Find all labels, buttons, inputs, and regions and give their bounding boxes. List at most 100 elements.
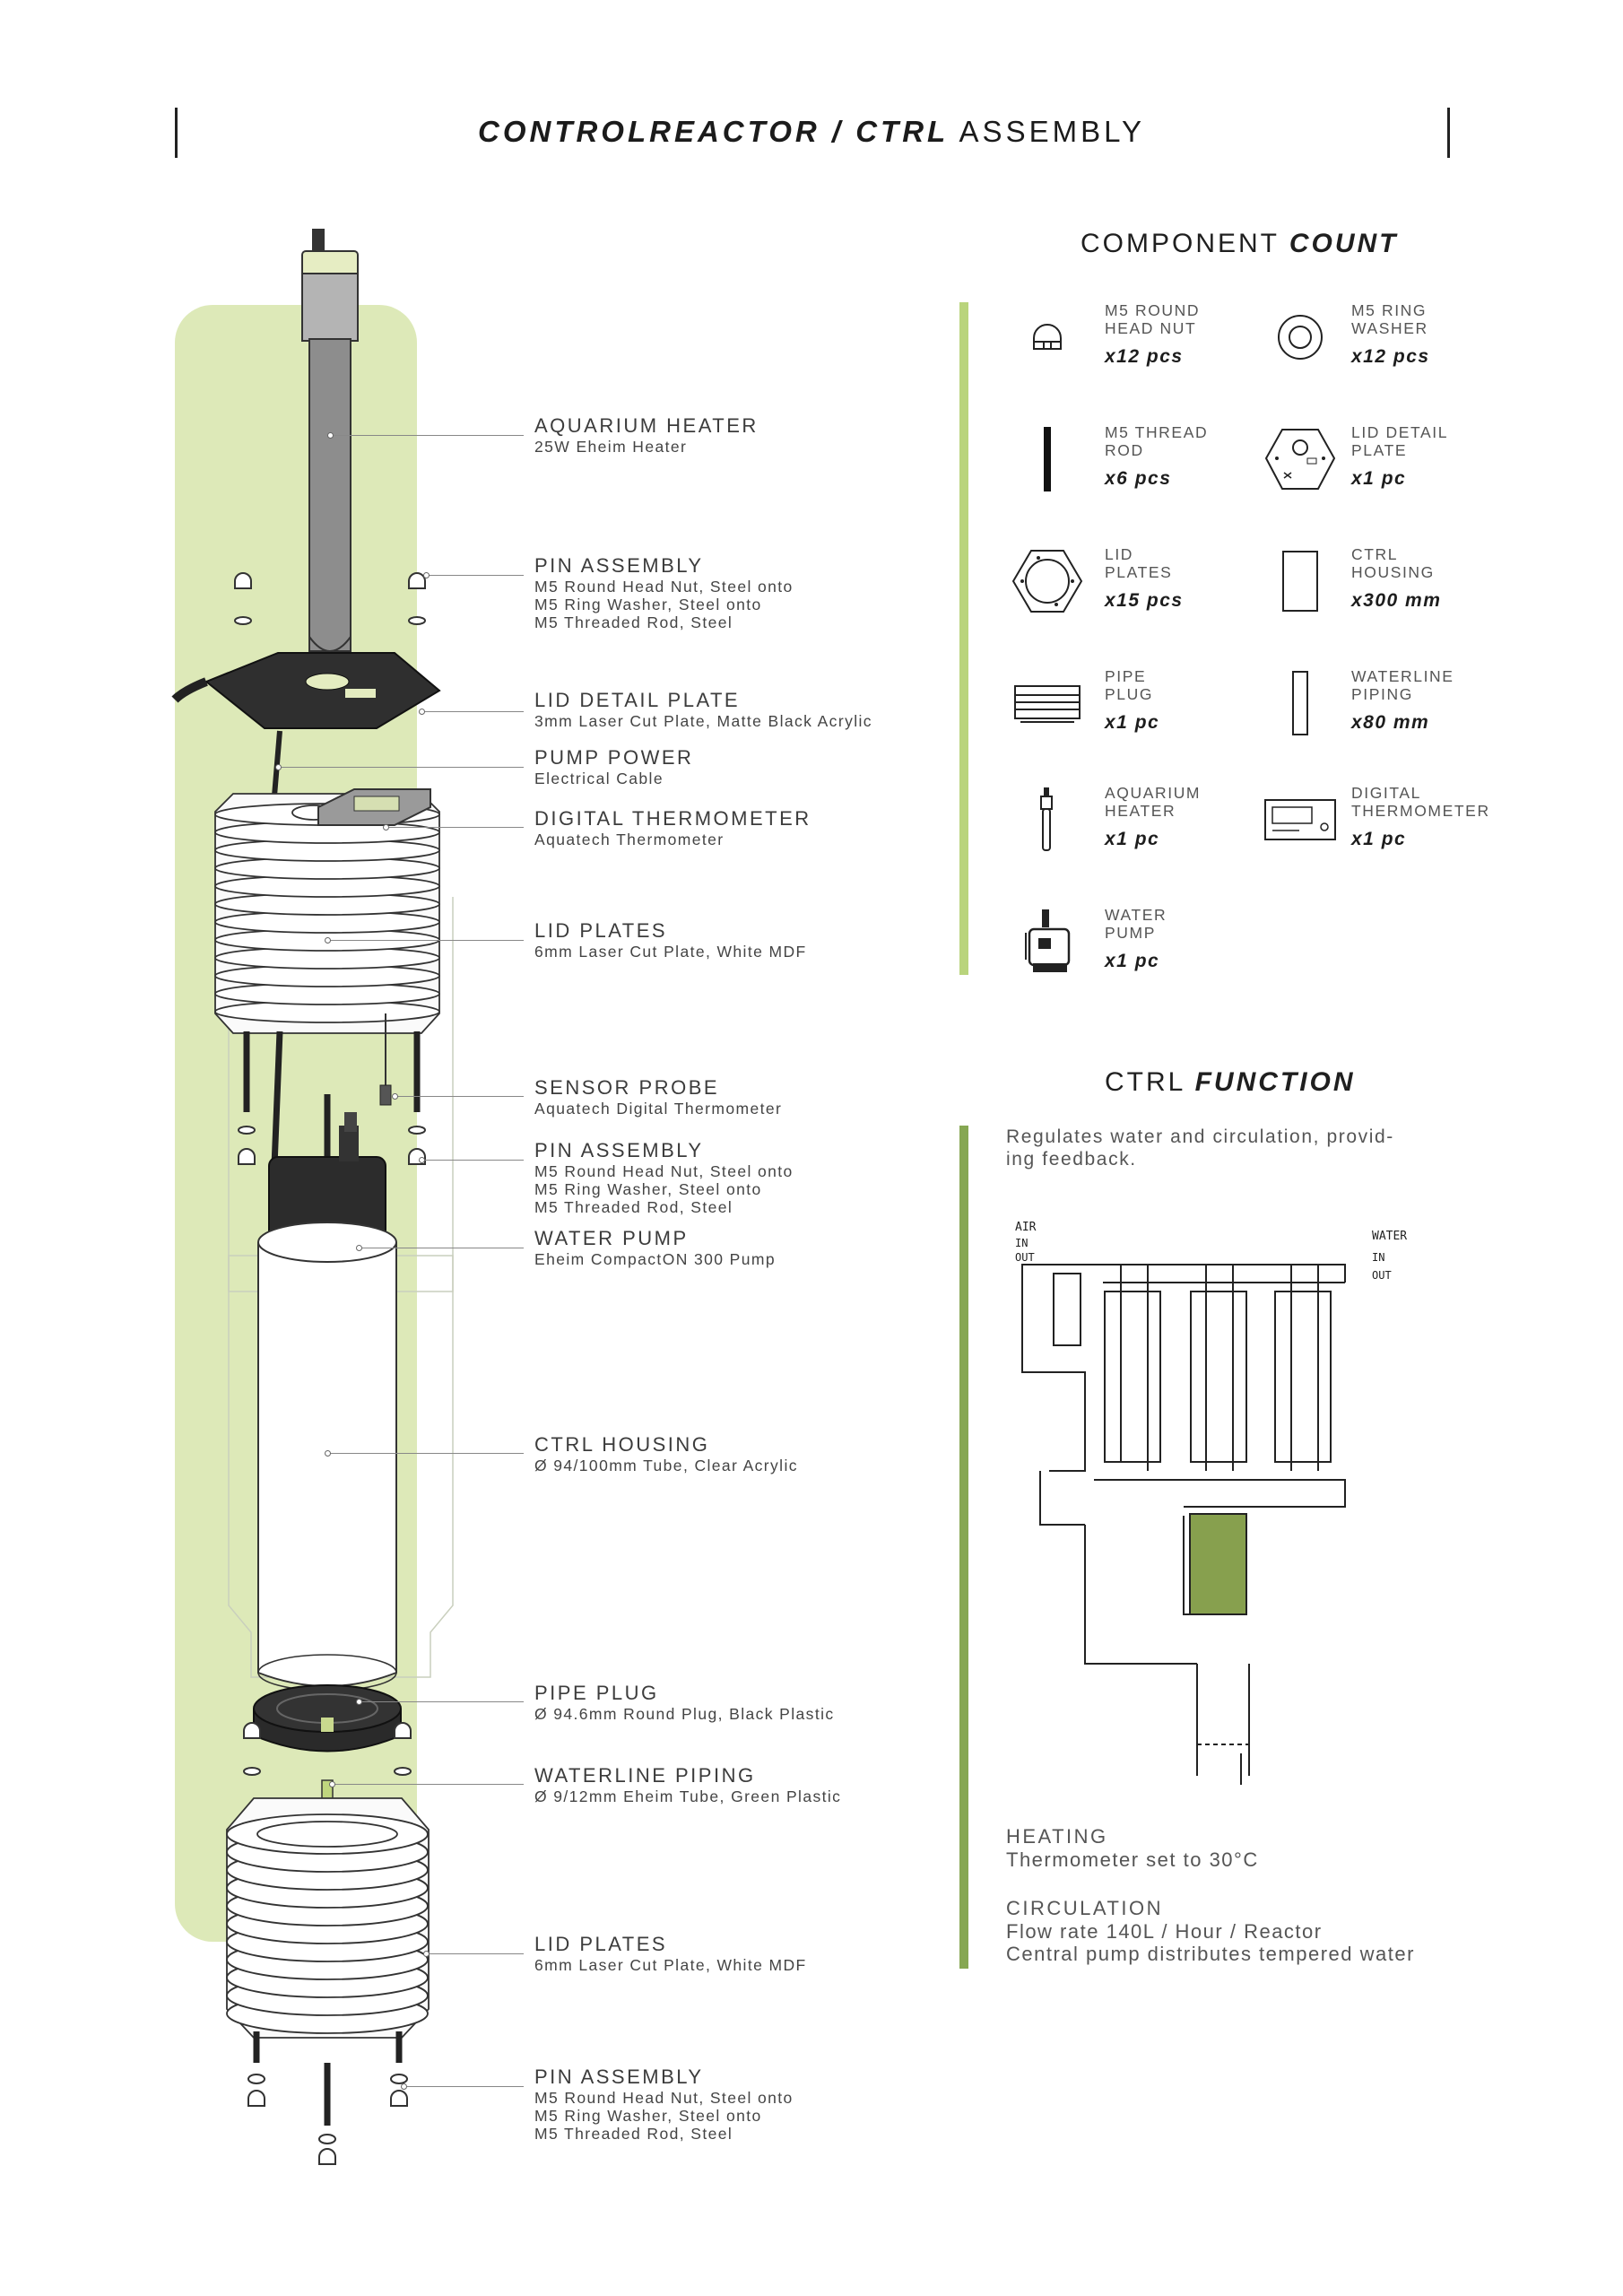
leader-dot <box>325 1450 331 1457</box>
lower-lid-plates-drawing <box>226 1797 430 2039</box>
component-name: PLUG <box>1105 685 1154 703</box>
part-label-title: WATER PUMP <box>534 1227 689 1249</box>
thermometer-icon <box>1263 795 1337 849</box>
bottom-pins <box>247 2074 408 2165</box>
component-name: HOUSING <box>1351 563 1435 581</box>
function-section-title: CIRCULATION <box>1006 1897 1163 1919</box>
leader-line <box>421 711 524 712</box>
leader-line <box>404 2086 524 2087</box>
leader-dot <box>423 572 430 578</box>
part-label-detail: M5 Round Head Nut, Steel onto <box>534 1162 794 1180</box>
component-name: ROD <box>1105 441 1144 459</box>
leader-dot <box>329 1781 335 1787</box>
piping-icon <box>1290 670 1310 741</box>
sketch-water-out-label: OUT <box>1372 1269 1392 1282</box>
circulation-flow-sketch: AIR IN OUT WATER IN OUT <box>1015 1221 1407 1785</box>
leader-line <box>426 1953 524 1954</box>
part-label-title: DIGITAL THERMOMETER <box>534 807 812 830</box>
intro-line-1: Regulates water and circulation, provid- <box>1006 1126 1394 1147</box>
leader-line <box>426 575 524 576</box>
leader-dot <box>392 1093 398 1100</box>
leader-line <box>327 1453 524 1454</box>
part-label-title: PIPE PLUG <box>534 1682 659 1704</box>
part-label-detail: M5 Round Head Nut, Steel onto <box>534 578 794 596</box>
part-label-detail: 25W Eheim Heater <box>534 438 688 456</box>
leader-line <box>278 767 524 768</box>
component-quantity: x300 mm <box>1351 590 1442 611</box>
sketch-pump-tank <box>1189 1513 1247 1615</box>
component-name: LID DETAIL <box>1351 423 1449 441</box>
sensor-probe-drawing <box>379 1013 392 1106</box>
part-label-detail: M5 Threaded Rod, Steel <box>534 1198 733 1216</box>
function-section-line: Central pump distributes tempered water <box>1006 1943 1415 1965</box>
component-name: DIGITAL <box>1351 784 1421 802</box>
component-name: PUMP <box>1105 924 1156 942</box>
part-label-title: LID PLATES <box>534 1933 668 1955</box>
component-name: HEAD NUT <box>1105 319 1197 337</box>
part-label-detail: Ø 94.6mm Round Plug, Black Plastic <box>534 1705 835 1723</box>
part-label-detail: 6mm Laser Cut Plate, White MDF <box>534 943 807 961</box>
leader-line <box>332 1784 524 1785</box>
part-label-title: LID DETAIL PLATE <box>534 689 741 711</box>
leader-line <box>330 435 524 436</box>
component-name: M5 RING <box>1351 301 1428 319</box>
ctrl-function-title-light: CTRL <box>1105 1067 1185 1097</box>
part-label-title: SENSOR PROBE <box>534 1076 720 1099</box>
component-quantity: x12 pcs <box>1105 346 1184 367</box>
upper-lid-plates-drawing <box>214 793 440 1034</box>
round-nut-icon <box>1025 315 1070 364</box>
pipe-plug-icon <box>1013 681 1081 730</box>
left-rule <box>175 108 178 158</box>
part-label-title: AQUARIUM HEATER <box>534 414 759 437</box>
component-count-title-bold: COUNT <box>1289 229 1399 258</box>
part-label-title: PUMP POWER <box>534 746 694 769</box>
ctrl-function-intro: Regulates water and circulation, provid-… <box>1006 1126 1472 1170</box>
pipe-plug-drawing <box>253 1684 402 1752</box>
part-label-detail: M5 Threaded Rod, Steel <box>534 2125 733 2143</box>
heater-drawing <box>301 229 359 652</box>
leader-line <box>395 1096 524 1097</box>
component-quantity: x1 pc <box>1105 951 1160 971</box>
component-count-rule <box>959 302 968 975</box>
part-label-detail: M5 Threaded Rod, Steel <box>534 613 733 631</box>
part-label-detail: M5 Ring Washer, Steel onto <box>534 1180 762 1198</box>
leader-dot <box>327 432 334 439</box>
component-quantity: x1 pc <box>1105 712 1160 733</box>
part-label-detail: M5 Ring Washer, Steel onto <box>534 596 762 613</box>
component-name: WASHER <box>1351 319 1428 337</box>
leader-dot <box>383 824 389 831</box>
component-name: WATERLINE <box>1351 667 1454 685</box>
function-section-line: Flow rate 140L / Hour / Reactor <box>1006 1920 1323 1943</box>
bottom-rods <box>253 2031 403 2126</box>
leader-dot <box>325 937 331 944</box>
component-quantity: x1 pc <box>1351 829 1407 849</box>
leader-line <box>359 1701 524 1702</box>
component-count-title: COMPONENT COUNT <box>1081 229 1398 259</box>
top-pins <box>234 572 426 625</box>
part-label-detail: 3mm Laser Cut Plate, Matte Black Acrylic <box>534 712 872 730</box>
function-section-title: HEATING <box>1006 1825 1108 1848</box>
middle-rods <box>243 1031 421 1167</box>
component-name: WATER <box>1105 906 1167 924</box>
right-rule <box>1447 108 1450 158</box>
component-name: PLATE <box>1351 441 1408 459</box>
component-quantity: x1 pc <box>1105 829 1160 849</box>
